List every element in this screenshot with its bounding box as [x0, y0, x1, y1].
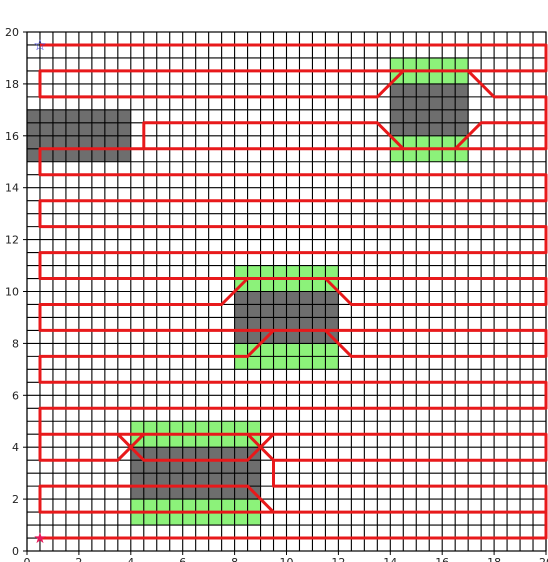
- y-tick-label: 0: [12, 545, 19, 558]
- x-tick-label: 18: [487, 556, 501, 562]
- y-tick-label: 6: [12, 389, 19, 402]
- x-tick-label: 10: [280, 556, 294, 562]
- y-tick-label: 8: [12, 337, 19, 350]
- x-tick-label: 8: [231, 556, 238, 562]
- y-tick-label: 18: [5, 78, 19, 91]
- x-tick-label: 2: [75, 556, 82, 562]
- markers: ★☆: [33, 36, 46, 547]
- goal-marker: ☆: [33, 36, 46, 54]
- x-tick-label: 0: [24, 556, 31, 562]
- y-tick-label: 10: [5, 286, 19, 299]
- axis-ticks: 0 2 4 6 8 10 12 14 16 18 20 0 2 4 6 8 10 12 14 16 18 20: [5, 26, 548, 562]
- x-tick-label: 20: [539, 556, 548, 562]
- x-tick-label: 6: [179, 556, 186, 562]
- y-tick-label: 2: [12, 493, 19, 506]
- y-tick-label: 16: [5, 130, 19, 143]
- y-tick-label: 20: [5, 26, 19, 39]
- x-tick-label: 4: [127, 556, 134, 562]
- x-tick-label: 14: [383, 556, 397, 562]
- x-tick-label: 12: [331, 556, 345, 562]
- start-marker: ★: [33, 529, 46, 547]
- y-tick-label: 14: [5, 182, 19, 195]
- x-tick-label: 16: [435, 556, 449, 562]
- path-line: [38, 43, 548, 540]
- y-tick-label: 4: [12, 441, 19, 454]
- y-tick-label: 12: [5, 234, 19, 247]
- coverage-path: [38, 43, 548, 540]
- grid-lines: [26, 31, 547, 552]
